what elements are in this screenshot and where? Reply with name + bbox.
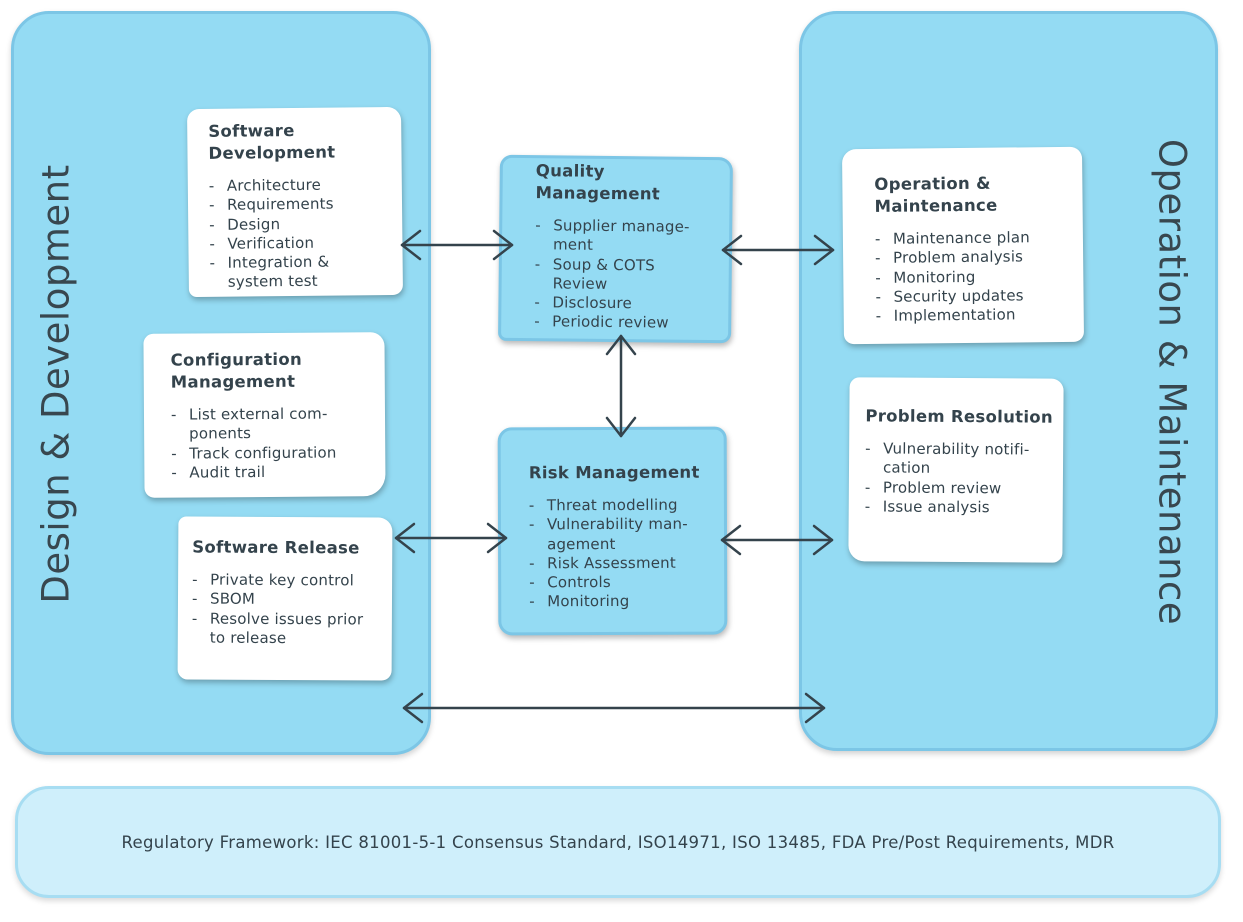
software-release-title: Software Release [192, 537, 360, 558]
configuration-management-list: List external com-ponents Track configur… [171, 404, 372, 483]
list-item: Private key control [192, 571, 382, 591]
list-item: Soup & COTS Review [535, 255, 678, 295]
arrow-quality-risk [605, 334, 637, 438]
list-item: Controls [529, 573, 714, 593]
list-item: Disclosure [534, 293, 718, 314]
design-development-label: Design & Development [34, 164, 78, 604]
list-item: Verification [209, 233, 388, 254]
list-item: SBOM [192, 590, 382, 610]
list-item: Integration & system test [210, 253, 348, 293]
problem-resolution-list: Vulnerability notifi-cation Problem revi… [865, 439, 1054, 517]
configuration-management-title: Configuration Management [170, 349, 303, 392]
arrow-design-operation [402, 692, 826, 724]
list-item: Resolve issues prior to release [192, 609, 380, 649]
list-item: Vulnerability notifi-cation [865, 439, 1053, 479]
list-item: Security updates [875, 286, 1073, 307]
problem-resolution-card: Problem Resolution Vulnerability notifi-… [848, 377, 1064, 563]
list-item: Supplier manage-ment [535, 216, 708, 256]
list-item: Periodic review [534, 313, 718, 334]
list-item: Requirements [209, 194, 388, 215]
list-item: Implementation [876, 305, 1074, 326]
list-item: Vulnerability man-agement [529, 515, 702, 554]
list-item: Track configuration [171, 443, 371, 464]
software-development-list: Architecture Requirements Design Verific… [209, 175, 389, 293]
operation-maintenance-title: Operation & Maintenance [874, 173, 998, 216]
operation-maintenance-list: Maintenance plan Problem analysis Monito… [875, 228, 1074, 327]
software-development-card: Software Development Architecture Requir… [187, 106, 403, 298]
quality-management-list: Supplier manage-ment Soup & COTS Review … [534, 216, 719, 334]
regulatory-framework-bar: Regulatory Framework: IEC 81001-5-1 Cons… [15, 786, 1221, 898]
risk-management-list: Threat modelling Vulnerability man-ageme… [529, 496, 714, 612]
quality-management-title: Quality Management [535, 161, 661, 204]
list-item: Maintenance plan [875, 228, 1073, 249]
software-release-card: Software Release Private key control SBO… [177, 516, 393, 681]
risk-management-title: Risk Management [528, 462, 700, 483]
software-release-list: Private key control SBOM Resolve issues … [192, 571, 382, 649]
problem-resolution-title: Problem Resolution [865, 406, 1054, 427]
list-item: Risk Assessment [529, 554, 714, 574]
configuration-management-card: Configuration Management List external c… [143, 332, 386, 498]
list-item: Monitoring [875, 266, 1073, 287]
list-item: Architecture [209, 175, 388, 196]
list-item: List external com-ponents [171, 404, 339, 444]
list-item: Issue analysis [865, 497, 1053, 518]
quality-management-card: Quality Management Supplier manage-ment … [498, 154, 733, 344]
list-item: Threat modelling [529, 496, 714, 516]
operation-maintenance-label: Operation & Maintenance [1150, 138, 1194, 626]
risk-management-card: Risk Management Threat modelling Vulnera… [497, 426, 728, 636]
list-item: Design [209, 214, 388, 235]
operation-maintenance-card: Operation & Maintenance Maintenance plan… [841, 146, 1085, 345]
list-item: Monitoring [529, 592, 714, 612]
regulatory-framework-text: Regulatory Framework: IEC 81001-5-1 Cons… [121, 832, 1115, 852]
list-item: Problem analysis [875, 247, 1073, 268]
list-item: Audit trail [171, 462, 371, 483]
software-development-title: Software Development [208, 121, 336, 163]
list-item: Problem review [865, 478, 1053, 499]
